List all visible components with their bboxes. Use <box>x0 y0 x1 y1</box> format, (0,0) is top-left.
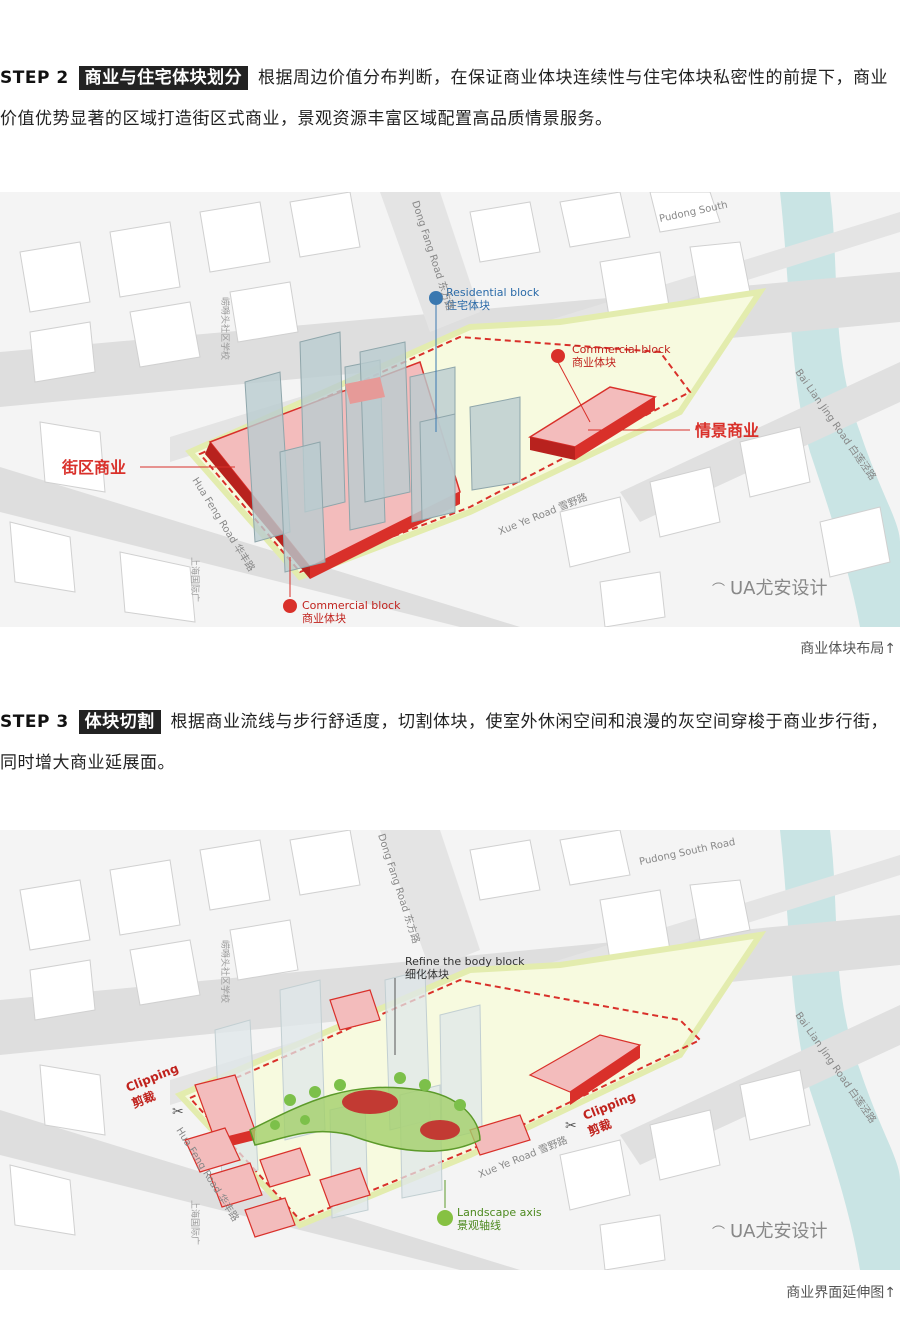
step2-diagram: Residential block 住宅体块 Commercial block … <box>0 192 900 627</box>
plaza-feature <box>342 1090 398 1114</box>
label-residential-en: Residential block <box>446 286 540 299</box>
commercial-marker-icon-2 <box>283 599 297 613</box>
wechat-icon: ⌒ <box>712 1226 725 1241</box>
step2-caption: 商业体块布局↑ <box>800 638 896 658</box>
scissors-icon-left: ✂ <box>172 1104 184 1120</box>
step3-tag: 体块切割 <box>79 710 161 734</box>
step3-diagram-svg: ✂ ✂ Refine the body block 细化体块 Clipping … <box>0 830 900 1270</box>
road-label-shanghai: 上海国际广 <box>189 557 201 602</box>
label-commercial2-cn: 商业体块 <box>302 611 346 625</box>
watermark-text: UA尤安设计 <box>730 1221 828 1242</box>
label-scene-commercial: 情景商业 <box>695 421 759 440</box>
road-label-school: 崂嘚头社区学校 <box>219 940 231 1003</box>
road-label-school: 崂嘚头社区学校 <box>219 297 231 360</box>
label-landscape-en: Landscape axis <box>457 1206 542 1219</box>
label-refine-en: Refine the body block <box>405 955 525 968</box>
label-commercial-en: Commercial block <box>572 343 671 356</box>
step2-header: STEP 2 商业与住宅体块划分 根据周边价值分布判断，在保证商业体块连续性与住… <box>0 58 900 140</box>
label-commercial2-en: Commercial block <box>302 599 401 612</box>
landscape-marker-icon <box>437 1210 453 1226</box>
step3-caption: 商业界面延伸图↑ <box>786 1282 896 1302</box>
plaza-feature-2 <box>420 1120 460 1140</box>
label-refine-cn: 细化体块 <box>405 967 449 981</box>
wechat-icon: ⌒ <box>712 583 725 598</box>
label-landscape-cn: 景观轴线 <box>457 1218 501 1232</box>
step3-label: STEP 3 <box>0 712 69 732</box>
step3-diagram: ✂ ✂ Refine the body block 细化体块 Clipping … <box>0 830 900 1270</box>
scissors-icon-right: ✂ <box>565 1118 577 1134</box>
watermark-text: UA尤安设计 <box>730 578 828 599</box>
step2-label: STEP 2 <box>0 68 69 88</box>
step3-header: STEP 3 体块切割 根据商业流线与步行舒适度，切割体块，使室外休闲空间和浪漫… <box>0 702 900 784</box>
road-label-shanghai: 上海国际广 <box>189 1200 201 1245</box>
commercial-marker-icon <box>551 349 565 363</box>
step2-tag: 商业与住宅体块划分 <box>79 66 249 90</box>
label-commercial-cn: 商业体块 <box>572 355 616 369</box>
step2-diagram-svg: Residential block 住宅体块 Commercial block … <box>0 192 900 627</box>
label-street-commercial: 街区商业 <box>61 458 126 477</box>
